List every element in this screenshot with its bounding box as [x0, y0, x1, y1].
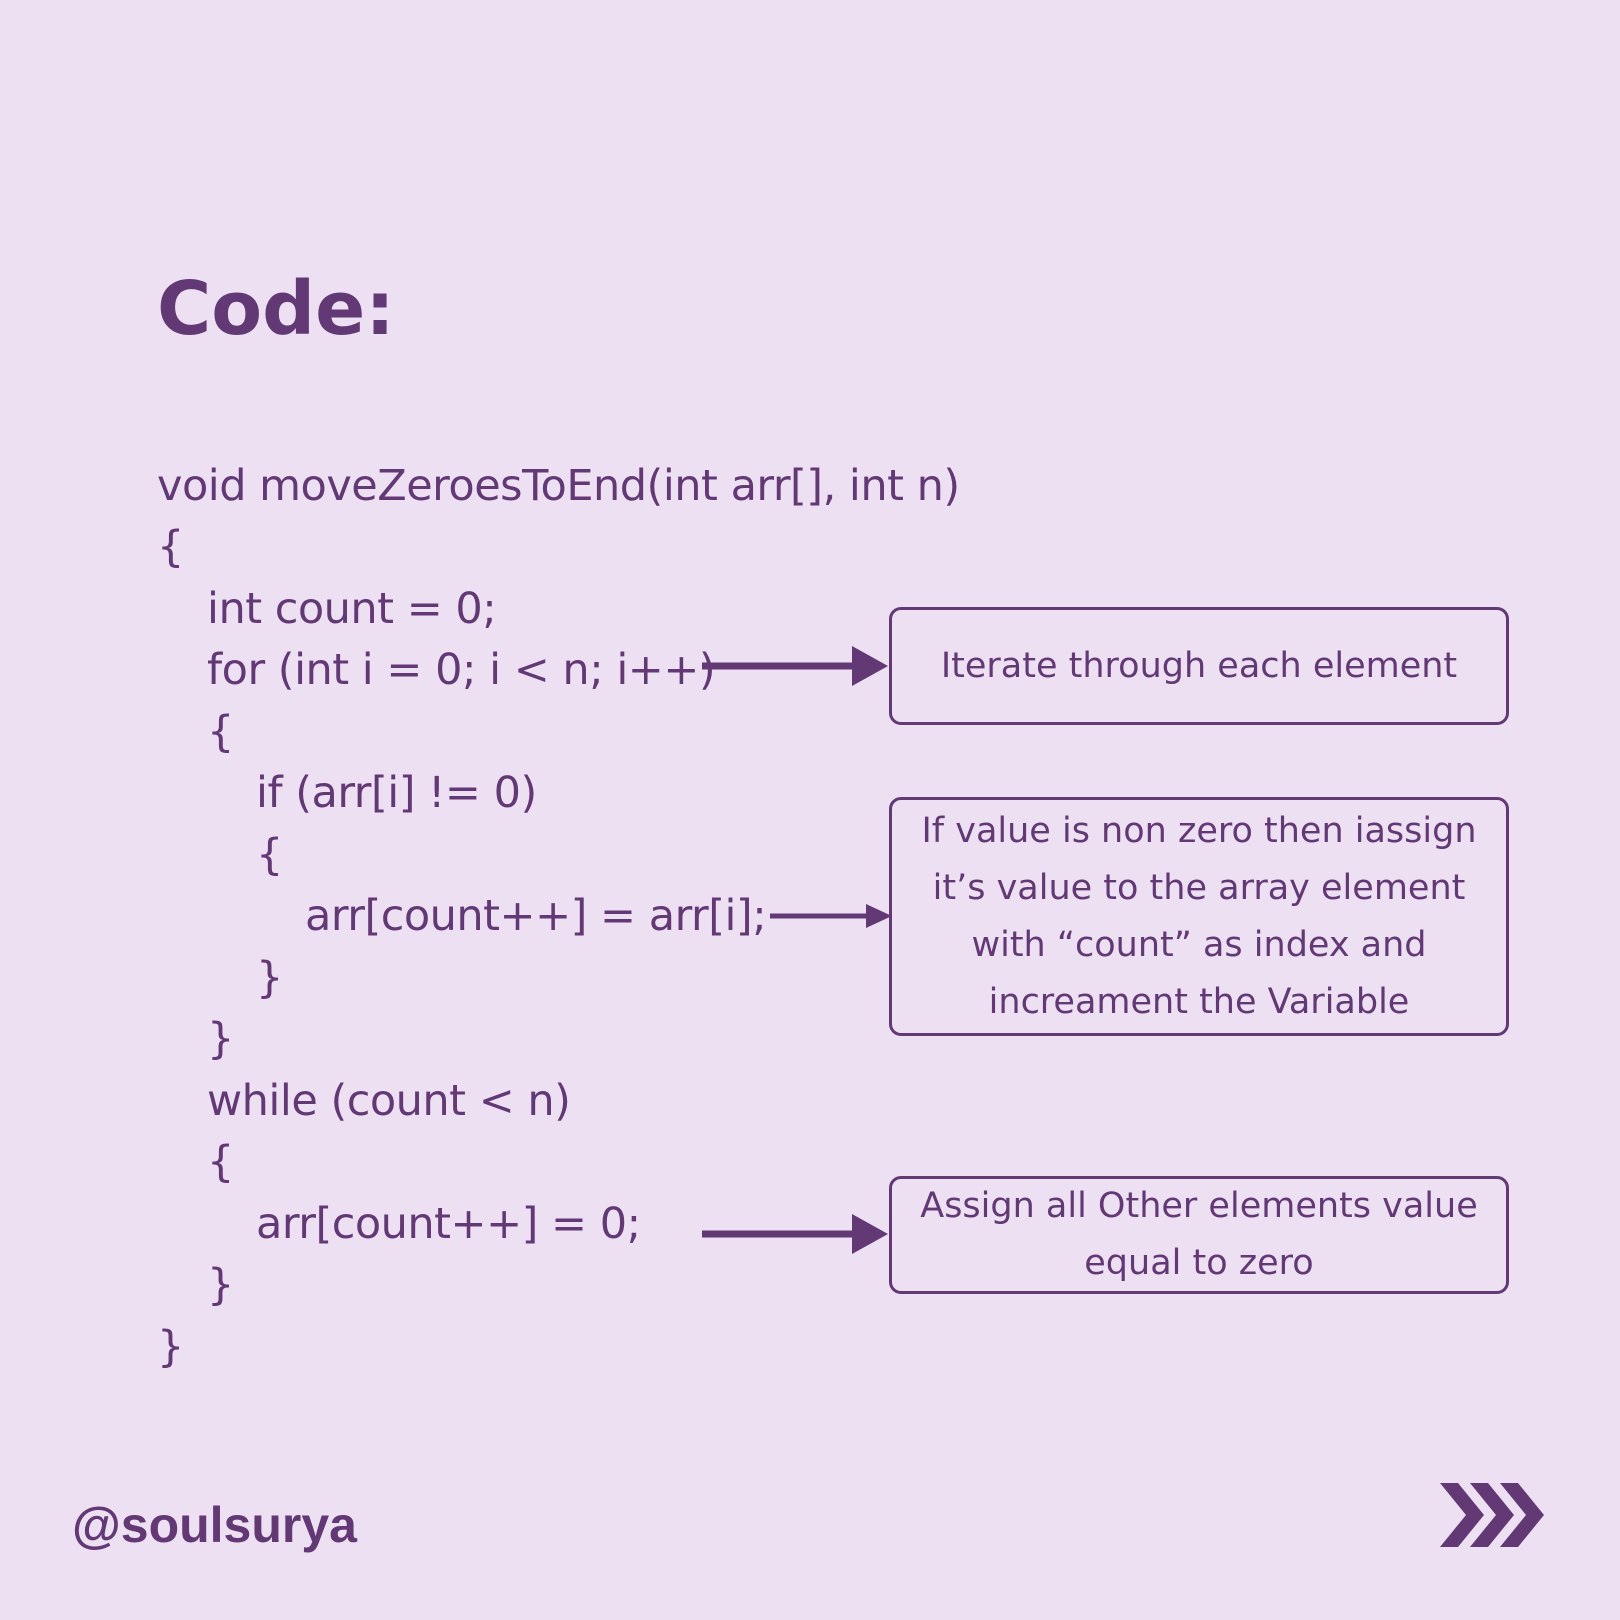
- code-line: }: [207, 1014, 234, 1064]
- triple-chevron-right-icon[interactable]: [1438, 1483, 1548, 1547]
- code-line: for (int i = 0; i < n; i++): [207, 645, 716, 695]
- note-iterate: Iterate through each element: [889, 607, 1509, 725]
- note-line: increament the Variable: [988, 981, 1410, 1022]
- note-line: it’s value to the array element: [932, 867, 1466, 908]
- note-assign-zero: Assign all Other elements value equal to…: [889, 1176, 1509, 1294]
- code-line: {: [157, 522, 184, 572]
- arrow-iterate-head: [852, 646, 888, 686]
- note-iterate-text: Iterate through each element: [940, 645, 1458, 686]
- page-title: Code:: [157, 266, 395, 352]
- code-line: void moveZeroesToEnd(int arr[], int n): [157, 461, 960, 511]
- code-line: {: [207, 707, 234, 757]
- note-line: Assign all Other elements value: [920, 1186, 1478, 1226]
- code-line: }: [207, 1260, 234, 1310]
- code-line: if (arr[i] != 0): [256, 768, 537, 818]
- code-line: }: [256, 953, 283, 1003]
- author-handle: @soulsurya: [72, 1497, 357, 1553]
- note-line: with “count” as index and: [971, 924, 1427, 965]
- arrow-assign-zero-head: [852, 1214, 888, 1254]
- code-line: {: [256, 830, 283, 880]
- note-line: If value is non zero then iassign: [921, 810, 1477, 851]
- code-line: arr[count++] = 0;: [256, 1199, 641, 1249]
- code-line: }: [157, 1322, 184, 1372]
- code-line: {: [207, 1137, 234, 1187]
- note-assign-nonzero: If value is non zero then iassign it’s v…: [889, 797, 1509, 1036]
- code-line: while (count < n): [207, 1076, 571, 1126]
- code-line: int count = 0;: [207, 584, 497, 634]
- note-line: equal to zero: [1084, 1243, 1314, 1283]
- code-line: arr[count++] = arr[i];: [305, 891, 767, 941]
